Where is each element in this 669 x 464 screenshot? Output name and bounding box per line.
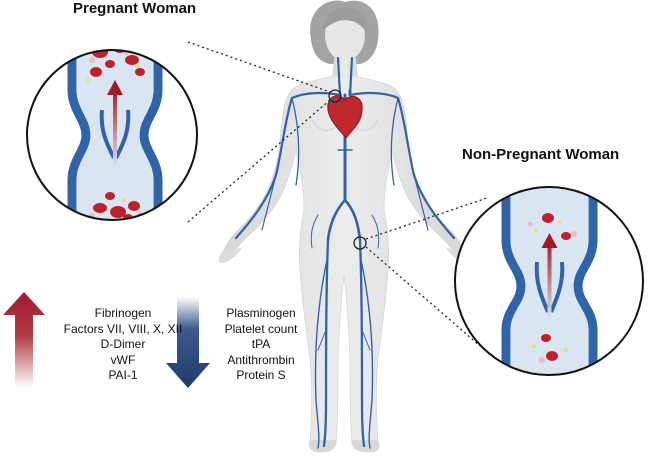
decreased-factors-list: Plasminogen Platelet count tPA Antithrom… [206,306,316,384]
increased-factor: PAI-1 [108,368,138,382]
pregnant-target-marker [328,89,342,103]
up-arrow-icon [3,292,45,388]
increased-factor: Factors VII, VIII, X, XII [63,321,183,336]
nonpregnant-vessel-zoom [454,186,644,376]
increased-factor: vWF [110,352,136,367]
decreased-factor: Plasminogen [226,306,296,320]
decreased-factor: Protein S [236,368,286,382]
zoom-connector-lines [187,41,488,353]
pregnant-title: Pregnant Woman [73,0,197,17]
increased-factor: Fibrinogen [94,306,152,320]
nonpregnant-target-marker [353,236,367,250]
vein-network [234,56,456,449]
down-arrow-icon [166,297,210,388]
decreased-factor: Platelet count [224,321,298,336]
increased-factor: D-Dimer [100,337,146,351]
decreased-factor: Antithrombin [227,352,295,367]
pregnant-vessel-zoom [26,49,198,221]
human-figure [218,0,470,453]
non-pregnant-title: Non-Pregnant Woman [462,146,620,163]
increased-factors-list: Fibrinogen Factors VII, VIII, X, XII D-D… [58,306,188,384]
decreased-factor: tPA [251,337,271,351]
